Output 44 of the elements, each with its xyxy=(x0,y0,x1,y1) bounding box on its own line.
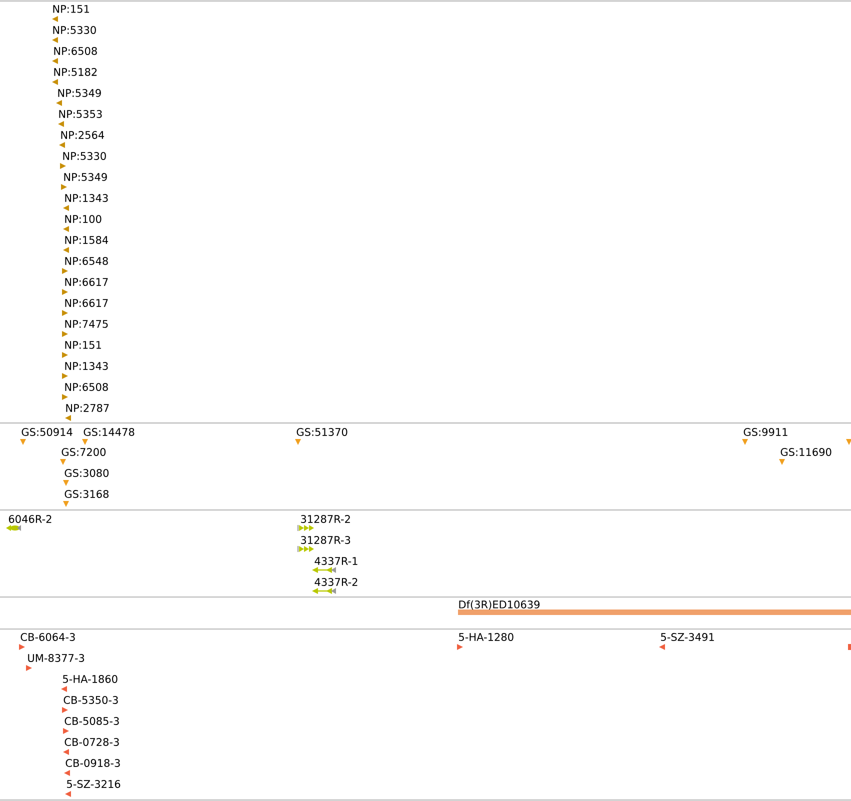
feature-label: 31287R-3 xyxy=(301,536,350,544)
feature-label: Df(3R)ED10639 xyxy=(459,600,540,610)
feature-label: GS:51370 xyxy=(296,428,348,436)
feature-label: NP:6508 xyxy=(54,47,97,55)
feature-label: NP:5330 xyxy=(53,26,96,34)
feature-label: CB-0728-3 xyxy=(64,738,119,746)
feature-label: NP:151 xyxy=(65,341,101,349)
feature-label: 4337R-2 xyxy=(314,578,358,586)
feature-label: GS:3080 xyxy=(64,469,109,477)
feature-label: GS:14478 xyxy=(84,428,134,436)
feature-label: 6046R-2 xyxy=(8,515,52,523)
feature-label: NP:6508 xyxy=(65,383,108,391)
feature-label: NP:2787 xyxy=(66,404,109,412)
feature-label: 5-SZ-3491 xyxy=(661,633,714,641)
feature-label: NP:6617 xyxy=(65,278,108,286)
feature-label: GS:11690 xyxy=(780,448,832,456)
feature-label: 5-HA-1860 xyxy=(63,675,118,683)
feature-label: NP:5182 xyxy=(54,68,97,76)
feature-label: 5-SZ-3216 xyxy=(67,780,120,788)
feature-label: NP:6548 xyxy=(65,257,108,265)
feature-label: NP:5349 xyxy=(64,173,107,181)
feature-label: GS:50914 xyxy=(22,428,72,436)
feature-label: CB-6064-3 xyxy=(20,633,75,641)
feature-label: NP:7475 xyxy=(65,320,108,328)
feature-label: NP:5349 xyxy=(58,89,101,97)
feature-label: NP:1343 xyxy=(65,362,108,370)
feature-label: 31287R-2 xyxy=(301,515,350,523)
feature-label: CB-5350-3 xyxy=(64,696,118,704)
feature-label: 4337R-1 xyxy=(314,557,358,565)
feature-label: NP:151 xyxy=(53,5,89,13)
feature-label: NP:100 xyxy=(65,215,102,223)
feature-label: NP:1343 xyxy=(65,194,108,202)
feature-label: NP:5330 xyxy=(63,152,106,160)
feature-label: NP:6617 xyxy=(65,299,108,307)
feature-label: CB-5085-3 xyxy=(64,717,119,725)
feature-label: 5-HA-1280 xyxy=(459,633,514,641)
feature-label: NP:5353 xyxy=(59,110,102,118)
feature-label: NP:2564 xyxy=(61,131,104,139)
feature-label: GS:3168 xyxy=(64,490,109,498)
feature-label: UM-8377-3 xyxy=(28,654,84,662)
feature-label: CB-0918-3 xyxy=(66,759,120,767)
feature-label: GS:9911 xyxy=(744,428,788,436)
feature-label: NP:1584 xyxy=(65,236,108,244)
feature-label: GS:7200 xyxy=(62,448,106,456)
